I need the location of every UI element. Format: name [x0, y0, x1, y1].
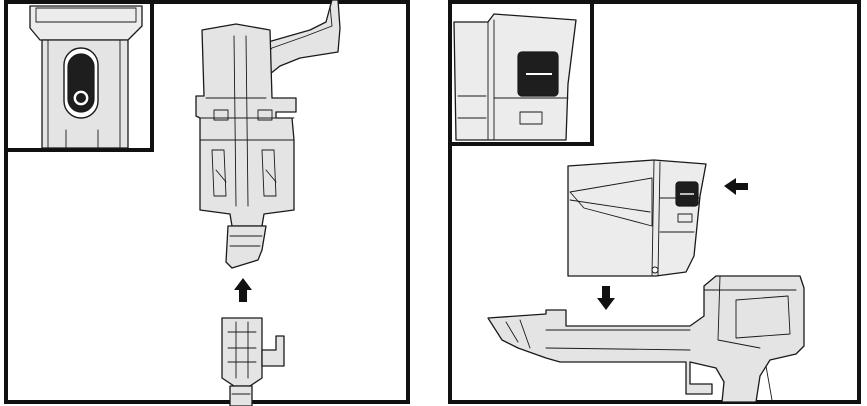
left-arrow-icon [724, 178, 748, 195]
handheld-body [487, 275, 805, 403]
handheld-unit [195, 0, 341, 269]
dust-bin [567, 159, 707, 277]
right-panel [448, 0, 861, 404]
right-inset [448, 0, 594, 146]
up-arrow-icon [234, 278, 252, 302]
cleaner-connector [221, 317, 285, 406]
down-arrow-icon [597, 286, 615, 310]
left-panel [4, 0, 410, 406]
left-inset [4, 0, 154, 152]
